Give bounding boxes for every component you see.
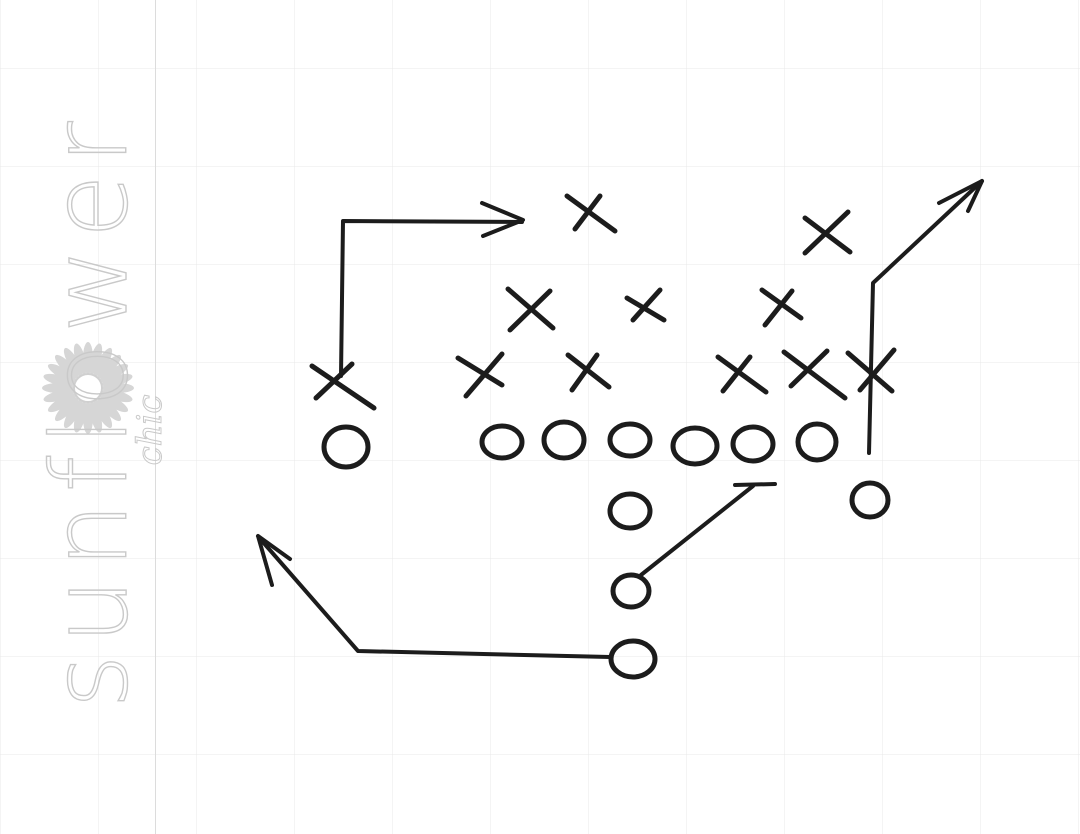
- sunflower-petal: [47, 393, 77, 413]
- sunflower-petal: [73, 343, 87, 375]
- route-arrow: [867, 179, 984, 455]
- sunflower-petal: [43, 373, 75, 387]
- sunflower-petal: [93, 399, 113, 429]
- defense-x: [781, 348, 848, 401]
- defense-x: [505, 286, 556, 333]
- sunflower-icon: [42, 342, 134, 434]
- defense-x: [455, 351, 505, 399]
- offense-o: [730, 424, 776, 464]
- watermark-tagline: chic: [130, 394, 171, 466]
- sunflower-petal: [63, 399, 83, 429]
- sunflower-petal: [101, 373, 133, 387]
- sunflower-petal: [89, 401, 103, 433]
- defense-x: [802, 209, 853, 256]
- sunflower-petal: [97, 397, 122, 422]
- sunflower-petal: [47, 363, 77, 383]
- sunflower-petal: [43, 389, 75, 403]
- offense-o: [795, 421, 839, 463]
- route-arrow: [256, 534, 612, 659]
- offense-o: [849, 480, 891, 520]
- offense-o: [607, 421, 653, 459]
- sunflower-petal: [83, 342, 93, 374]
- sunflower-petal: [73, 401, 87, 433]
- offense-o: [608, 638, 658, 680]
- sunflower-petal: [101, 389, 133, 403]
- offense-o: [610, 572, 652, 610]
- sunflower-petal: [99, 363, 129, 383]
- defense-x: [565, 352, 612, 393]
- watermark-divider: [155, 0, 156, 834]
- defense-x: [759, 287, 804, 328]
- offense-o: [479, 423, 525, 461]
- offense-o: [321, 424, 371, 470]
- sunflower-petal: [97, 354, 122, 379]
- defense-x: [715, 354, 769, 395]
- sunflower-petal: [93, 347, 113, 377]
- offense-o: [541, 419, 587, 461]
- sunflower-petal: [63, 347, 83, 377]
- sunflower-petal: [89, 343, 103, 375]
- route-arrow: [339, 201, 525, 378]
- sunflower-petal: [99, 393, 129, 413]
- defense-x: [564, 193, 618, 234]
- offense-o: [607, 491, 653, 531]
- defense-x: [624, 287, 667, 323]
- offense-o: [670, 425, 720, 467]
- sunflower-petal: [54, 397, 79, 422]
- route-arrow: [639, 482, 777, 577]
- defense-x: [309, 361, 377, 411]
- sunflower-petal: [54, 354, 79, 379]
